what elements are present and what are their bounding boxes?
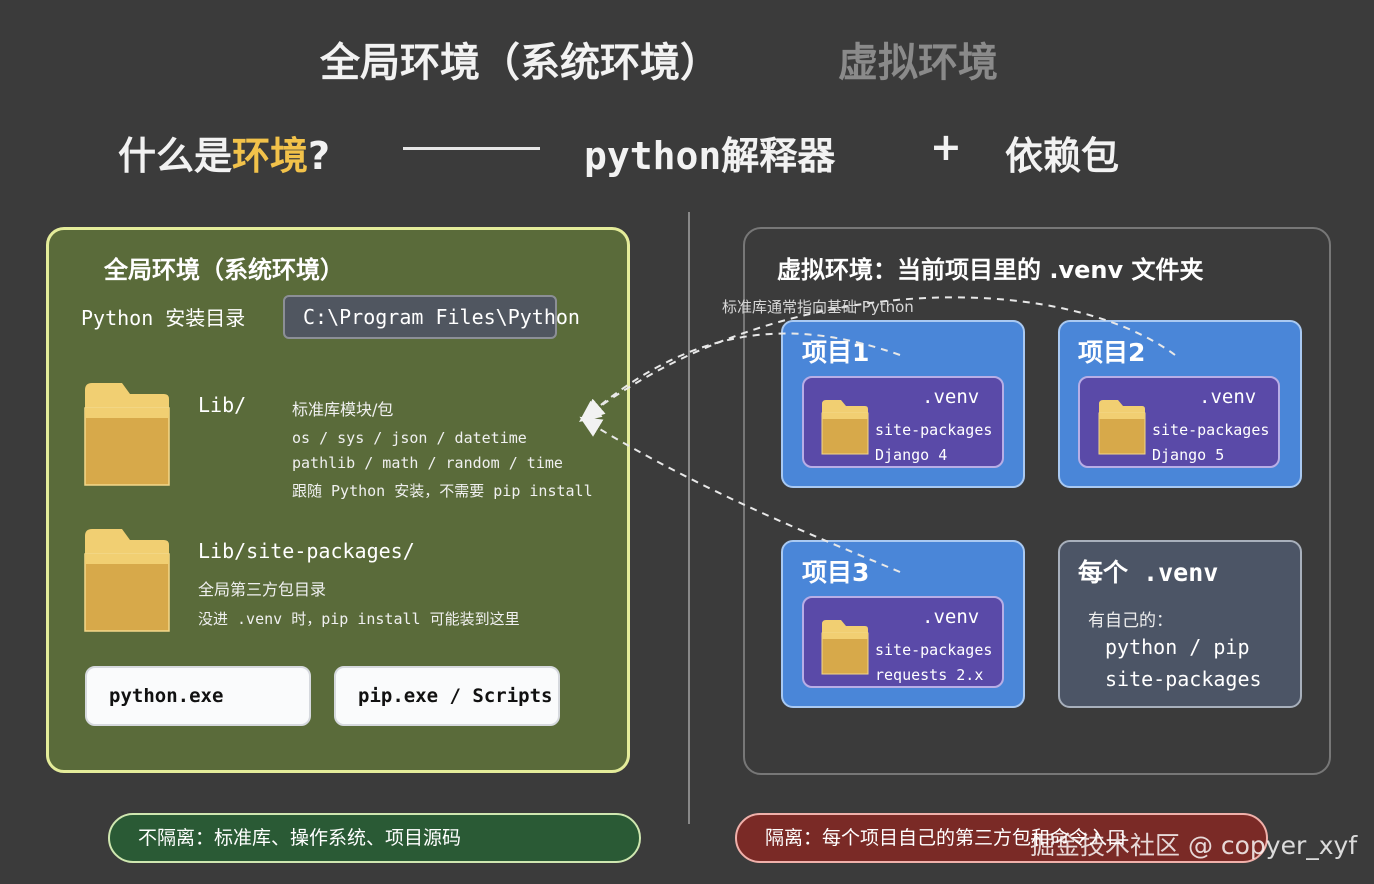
project-3-venv-label: .venv xyxy=(922,606,980,628)
each-venv-line2: site-packages xyxy=(1105,667,1262,691)
lib-folder-icon xyxy=(84,383,170,486)
lib-note: 跟随 Python 安装，不需要 pip install xyxy=(292,482,593,500)
isolated-pill: 隔离：每个项目自己的第三方包和命令入口 xyxy=(735,813,1268,863)
install-dir-label: Python 安装目录 xyxy=(81,306,246,330)
project-2-title: 项目2 xyxy=(1078,338,1146,367)
watermark: 掘金技术社区 @ copyer_xyf xyxy=(1030,831,1358,860)
title-global-env: 全局环境（系统环境） xyxy=(320,40,720,86)
global-env-title: 全局环境（系统环境） xyxy=(104,256,344,284)
project-2-site-packages: site-packages xyxy=(1152,421,1270,439)
stdlib-arc-label: 标准库通常指向基础 Python xyxy=(722,298,914,316)
project-3-package: requests 2.x xyxy=(875,666,984,684)
each-venv-box xyxy=(1058,540,1302,708)
project-1-package: Django 4 xyxy=(875,446,948,464)
equals-line xyxy=(403,147,540,150)
not-isolated-pill: 不隔离：标准库、操作系统、项目源码 xyxy=(108,813,641,863)
project-2-package: Django 5 xyxy=(1152,446,1225,464)
title-virtual-env: 虚拟环境 xyxy=(838,40,998,86)
project-3-folder-icon xyxy=(821,620,869,675)
plus-sign: + xyxy=(930,125,962,169)
center-divider xyxy=(688,212,690,824)
question-suffix: ? xyxy=(308,134,331,178)
dependencies-term: 依赖包 xyxy=(1005,134,1120,178)
site-packages-desc: 全局第三方包目录 xyxy=(198,580,327,599)
project-1-title: 项目1 xyxy=(802,338,870,367)
project-2-folder-icon xyxy=(1098,400,1146,455)
question-prefix: 什么是 xyxy=(118,134,233,178)
site-packages-note: 没进 .venv 时，pip install 可能装到这里 xyxy=(198,610,520,628)
lib-desc: 标准库模块/包 xyxy=(292,400,394,419)
each-venv-subtitle: 有自己的： xyxy=(1088,611,1173,631)
virtual-env-title: 虚拟环境：当前项目里的 .venv 文件夹 xyxy=(777,256,1204,284)
install-path-box: C:\Program Files\Python xyxy=(283,295,580,339)
project-1-folder-icon xyxy=(821,400,869,455)
project-2-venv-label: .venv xyxy=(1199,386,1257,408)
site-packages-folder-icon xyxy=(84,529,170,632)
lib-dir-name: Lib/ xyxy=(198,393,247,417)
question-highlight: 环境 xyxy=(232,134,309,178)
pip-exe-box: pip.exe / Scripts xyxy=(334,666,560,726)
each-venv-title: 每个 .venv xyxy=(1078,558,1219,587)
each-venv-line1: python / pip xyxy=(1105,635,1250,659)
question-text: 什么是环境? xyxy=(118,125,330,180)
project-1-venv-label: .venv xyxy=(922,386,980,408)
interpreter-term: python解释器 xyxy=(584,134,836,178)
project-3-title: 项目3 xyxy=(802,558,870,587)
lib-modules-line1: os / sys / json / datetime xyxy=(292,429,527,447)
project-3-site-packages: site-packages xyxy=(875,641,993,659)
python-exe-box: python.exe xyxy=(85,666,311,726)
site-packages-dir-name: Lib/site-packages/ xyxy=(198,539,415,563)
lib-modules-line2: pathlib / math / random / time xyxy=(292,454,563,472)
project-1-site-packages: site-packages xyxy=(875,421,993,439)
